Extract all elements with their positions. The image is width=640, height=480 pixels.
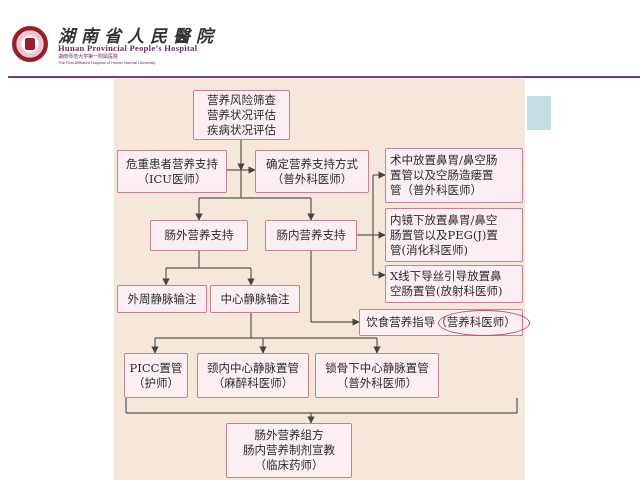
determine-method-box: 确定营养支持方式 （普外科医师） bbox=[255, 150, 369, 193]
parenteral-label: 肠外营养支持 bbox=[164, 228, 234, 242]
endoscopic-tube-line-3: 管(消化科医师) bbox=[390, 242, 468, 257]
screening-box: 营养风险筛查 营养状况评估 疾病状况评估 bbox=[193, 90, 290, 140]
critical-line-1: 危重患者营养支持 bbox=[126, 156, 218, 171]
peripheral-infusion-box: 外周静脉输注 bbox=[117, 285, 207, 313]
hospital-name-en: Hunan Provincial People’s Hospital bbox=[58, 43, 198, 53]
screening-line-2: 营养状况评估 bbox=[207, 107, 276, 122]
enteral-support-box: 肠内营养支持 bbox=[265, 220, 357, 251]
formulation-line-2: 肠内营养制剂宣教 bbox=[243, 443, 335, 457]
jugular-line-2: （麻醉科医师） bbox=[212, 375, 294, 390]
formulation-box: 肠外营养组方 肠内营养制剂宣教 （临床药师） bbox=[226, 423, 352, 478]
subclavian-catheter-box: 锁骨下中心静脉置管 （普外科医师） bbox=[315, 353, 439, 398]
screening-line-3: 疾病状况评估 bbox=[207, 122, 276, 137]
xray-tube-line-2: 空肠置管(放射科医师) bbox=[390, 284, 503, 298]
hospital-subtitle-cn: 湖南师范大学第一附属医院 bbox=[58, 54, 119, 60]
screening-line-1: 营养风险筛查 bbox=[207, 92, 276, 107]
surgical-tube-line-2: 置管以及空肠造瘘置 bbox=[390, 168, 494, 182]
jugular-line-1: 颈内中心静脉置管 bbox=[207, 360, 299, 375]
central-label: 中心静脉输注 bbox=[220, 291, 290, 306]
critical-patient-box: 危重患者营养支持 （ICU医师） bbox=[117, 150, 227, 193]
peripheral-label: 外周静脉输注 bbox=[127, 291, 197, 306]
xray-tube-box: X线下导丝引导放置鼻 空肠置管(放射科医师) bbox=[385, 265, 523, 303]
formulation-line-1: 肠外营养组方 bbox=[254, 428, 324, 442]
subclavian-line-2: （普外科医师） bbox=[336, 375, 418, 390]
endoscopic-tube-box: 内镜下放置鼻胃/鼻空 肠置管以及PEG(J)置 管(消化科医师) bbox=[385, 208, 523, 262]
central-infusion-box: 中心静脉输注 bbox=[210, 285, 300, 313]
endoscopic-tube-line-1: 内镜下放置鼻胃/鼻空 bbox=[390, 212, 498, 227]
xray-tube-line-1: X线下导丝引导放置鼻 bbox=[390, 269, 502, 283]
surgical-tube-box: 术中放置鼻胃/鼻空肠 置管以及空肠造瘘置 管（普外科医师） bbox=[385, 148, 523, 203]
determine-line-2: （普外科医师） bbox=[271, 171, 353, 186]
header-divider bbox=[8, 76, 640, 78]
surgical-tube-line-3: 管（普外科医师） bbox=[390, 183, 482, 197]
hospital-subtitle-en: The First Affiliated Hospital of Hunan N… bbox=[58, 60, 156, 65]
picc-line-1: PICC置管 bbox=[129, 360, 183, 375]
highlight-ellipse bbox=[438, 310, 530, 336]
picc-box: PICC置管 （护师） bbox=[124, 353, 188, 398]
decorative-square bbox=[527, 96, 551, 130]
endoscopic-tube-line-2: 肠置管以及PEG(J)置 bbox=[390, 227, 498, 242]
enteral-label: 肠内营养支持 bbox=[276, 228, 346, 242]
critical-line-2: （ICU医师） bbox=[137, 171, 207, 186]
formulation-line-3: （临床药师） bbox=[254, 458, 324, 472]
picc-line-2: （护师） bbox=[132, 375, 179, 390]
hospital-seal-logo bbox=[12, 26, 48, 62]
determine-line-1: 确定营养支持方式 bbox=[266, 156, 358, 171]
parenteral-support-box: 肠外营养支持 bbox=[150, 220, 248, 251]
jugular-catheter-box: 颈内中心静脉置管 （麻醉科医师） bbox=[197, 353, 309, 398]
surgical-tube-line-1: 术中放置鼻胃/鼻空肠 bbox=[390, 153, 498, 167]
subclavian-line-1: 锁骨下中心静脉置管 bbox=[325, 360, 429, 375]
hospital-name-cn: 湖南省人民醫院 bbox=[58, 27, 219, 47]
